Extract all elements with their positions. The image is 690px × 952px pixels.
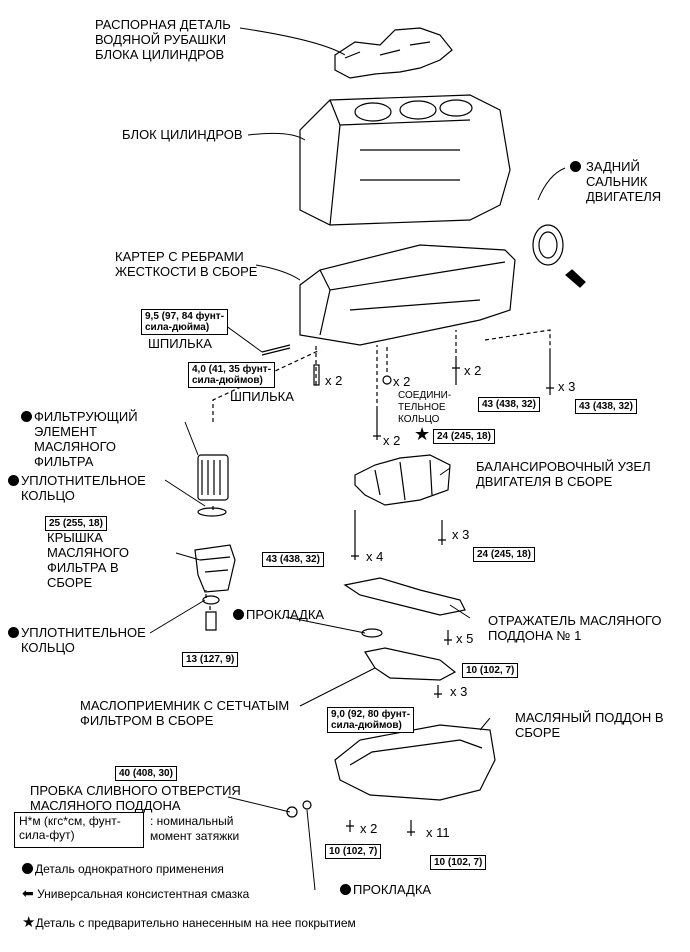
unit-legend-desc: : номинальный момент затяжки [150,814,240,843]
single-use-icon [22,863,33,874]
label-o-ring-1-text: УПЛОТНИТЕЛЬНОЕ КОЛЬЦО [21,473,146,503]
label-gasket-1: ПРОКЛАДКА [233,607,324,622]
torque-spec-2: 4,0 (41, 35 фунт- сила-дюймов) [188,362,276,388]
legend-single-use: Деталь однократного применения [22,862,224,876]
grease-arrow-icon: ⬅ [22,885,34,901]
single-use-icon [8,475,19,486]
legend-grease: ⬅ Универсальная консистентная смазка [22,885,249,902]
legend-precoated: ★Деталь с предварительно нанесенным на н… [22,913,356,931]
single-use-icon [8,627,19,638]
label-stud-1: ШПИЛЬКА [148,336,212,351]
oil-strainer [364,647,457,681]
torque-spec-3: 24 (245, 18) [433,429,495,444]
label-cylinder-block: БЛОК ЦИЛИНДРОВ [122,127,243,142]
o-ring-1 [197,507,227,517]
star-icon: ★ [22,914,36,931]
count-bolt-43-2: x 3 [558,379,576,394]
label-crankcase: КАРТЕР С РЕБРАМИ ЖЕСТКОСТИ В СБОРЕ [115,249,258,279]
label-filter-element-text: ФИЛЬТРУЮЩИЙ ЭЛЕМЕНТ МАСЛЯНОГО ФИЛЬТРА [34,409,138,469]
count-bolt-24-1: x 2 [383,433,401,448]
torque-spec-8: 24 (245, 18) [473,547,535,562]
torque-spec-10: 10 (102, 7) [462,663,519,678]
label-gasket-2-text: ПРОКЛАДКА [353,882,432,897]
single-use-icon [21,411,32,422]
bolt-43-long [351,510,359,560]
bolt-24-2 [438,520,446,545]
unit-legend-box: Н*м (кгс*см, фунт- сила-фут) [14,812,144,848]
count-union: x 2 [393,374,411,389]
torque-spec-13: 10 (102, 7) [325,844,382,859]
torque-spec-11: 9,0 (92, 80 фунт- сила-дюймов) [327,707,415,733]
bolt-10-3 [407,820,415,836]
oil-filter-cap [194,544,236,593]
label-o-ring-2: УПЛОТНИТЕЛЬНОЕ КОЛЬЦО [8,625,146,655]
count-bolt-10-1: x 5 [456,631,474,646]
count-bolt-10-3: x 11 [426,825,450,840]
legend-grease-text: Универсальная консистентная смазка [37,887,250,901]
grease-arrow [565,269,586,288]
single-use-icon [233,609,244,620]
bolt-10-1 [444,630,452,645]
gasket-2 [302,800,312,810]
label-rear-seal: ЗАДНИЙ САЛЬНИК ДВИГАТЕЛЯ [570,159,661,204]
drain-plug-cap [205,611,217,631]
single-use-icon [340,884,351,895]
label-drain-plug: ПРОБКА СЛИВНОГО ОТВЕРСТИЯ МАСЛЯНОГО ПОДД… [30,783,241,813]
label-oil-pan: МАСЛЯНЫЙ ПОДДОН В СБОРЕ [515,710,664,740]
torque-spec-6: 25 (255, 18) [45,516,107,531]
label-stud-2: ШПИЛЬКА [230,389,294,404]
torque-spec-1: 9,5 (97, 84 фунт- сила-дюйма) [141,309,229,335]
union-ring [382,375,392,385]
torque-spec-12: 40 (408, 30) [115,766,177,781]
count-bolt-10-2: x 2 [360,821,378,836]
balancer-assembly [354,454,451,506]
count-bolt-43-long: x 4 [366,549,384,564]
torque-spec-5: 43 (438, 32) [575,399,637,414]
count-bolt-24-2: x 3 [452,527,470,542]
rear-seal [532,224,564,266]
label-o-ring-2-text: УПЛОТНИТЕЛЬНОЕ КОЛЬЦО [21,625,146,655]
label-gasket-2: ПРОКЛАДКА [340,882,431,897]
count-stud-2: x 2 [325,373,343,388]
count-bolt-43-1: x 2 [464,363,482,378]
bolt-9 [434,685,442,698]
label-baffle: ОТРАЖАТЕЛЬ МАСЛЯНОГО ПОДДОНА № 1 [488,613,662,643]
drain-plug [286,806,298,818]
label-balancer: БАЛАНСИРОВОЧНЫЙ УЗЕЛ ДВИГАТЕЛЯ В СБОРЕ [476,459,651,489]
cylinder-block [299,94,511,226]
torque-spec-9: 13 (127, 9) [182,652,239,667]
o-ring-2 [202,595,220,605]
label-gasket-1-text: ПРОКЛАДКА [246,607,325,622]
torque-spec-14: 10 (102, 7) [430,855,487,870]
torque-spec-4: 43 (438, 32) [478,397,540,412]
single-use-icon [570,161,581,172]
label-spacer: РАСПОРНАЯ ДЕТАЛЬ ВОДЯНОЙ РУБАШКИ БЛОКА Ц… [95,17,231,62]
bolt-43-1 [452,360,460,385]
legend-single-use-text: Деталь однократного применения [35,862,224,876]
label-filter-element: ФИЛЬТРУЮЩИЙ ЭЛЕМЕНТ МАСЛЯНОГО ФИЛЬТРА [21,409,138,469]
oil-pan-baffle [343,577,466,616]
torque-spec-7: 43 (438, 32) [262,552,324,567]
oil-filter-element [197,454,229,501]
bolt-10-2 [346,820,354,832]
spacer-part [334,27,453,79]
oil-pan [334,724,496,801]
label-strainer: МАСЛОПРИЕМНИК С СЕТЧАТЫМ ФИЛЬТРОМ В СБОР… [80,698,290,728]
gasket-1 [361,628,383,638]
bolt-24-1 [373,410,381,440]
count-bolt-9: x 3 [450,684,468,699]
stud-1 [261,344,291,356]
precoated-star: ★ [414,424,431,444]
label-o-ring-1: УПЛОТНИТЕЛЬНОЕ КОЛЬЦО [8,473,146,503]
label-filter-cap: КРЫШКА МАСЛЯНОГО ФИЛЬТРА В СБОРЕ [47,530,130,590]
bolt-43-2 [546,350,554,395]
crankcase [299,244,516,346]
label-union: СОЕДИНИ- ТЕЛЬНОЕ КОЛЬЦО [398,390,452,425]
legend-precoated-text: Деталь с предварительно нанесенным на не… [35,916,356,930]
label-rear-seal-text: ЗАДНИЙ САЛЬНИК ДВИГАТЕЛЯ [586,159,662,204]
